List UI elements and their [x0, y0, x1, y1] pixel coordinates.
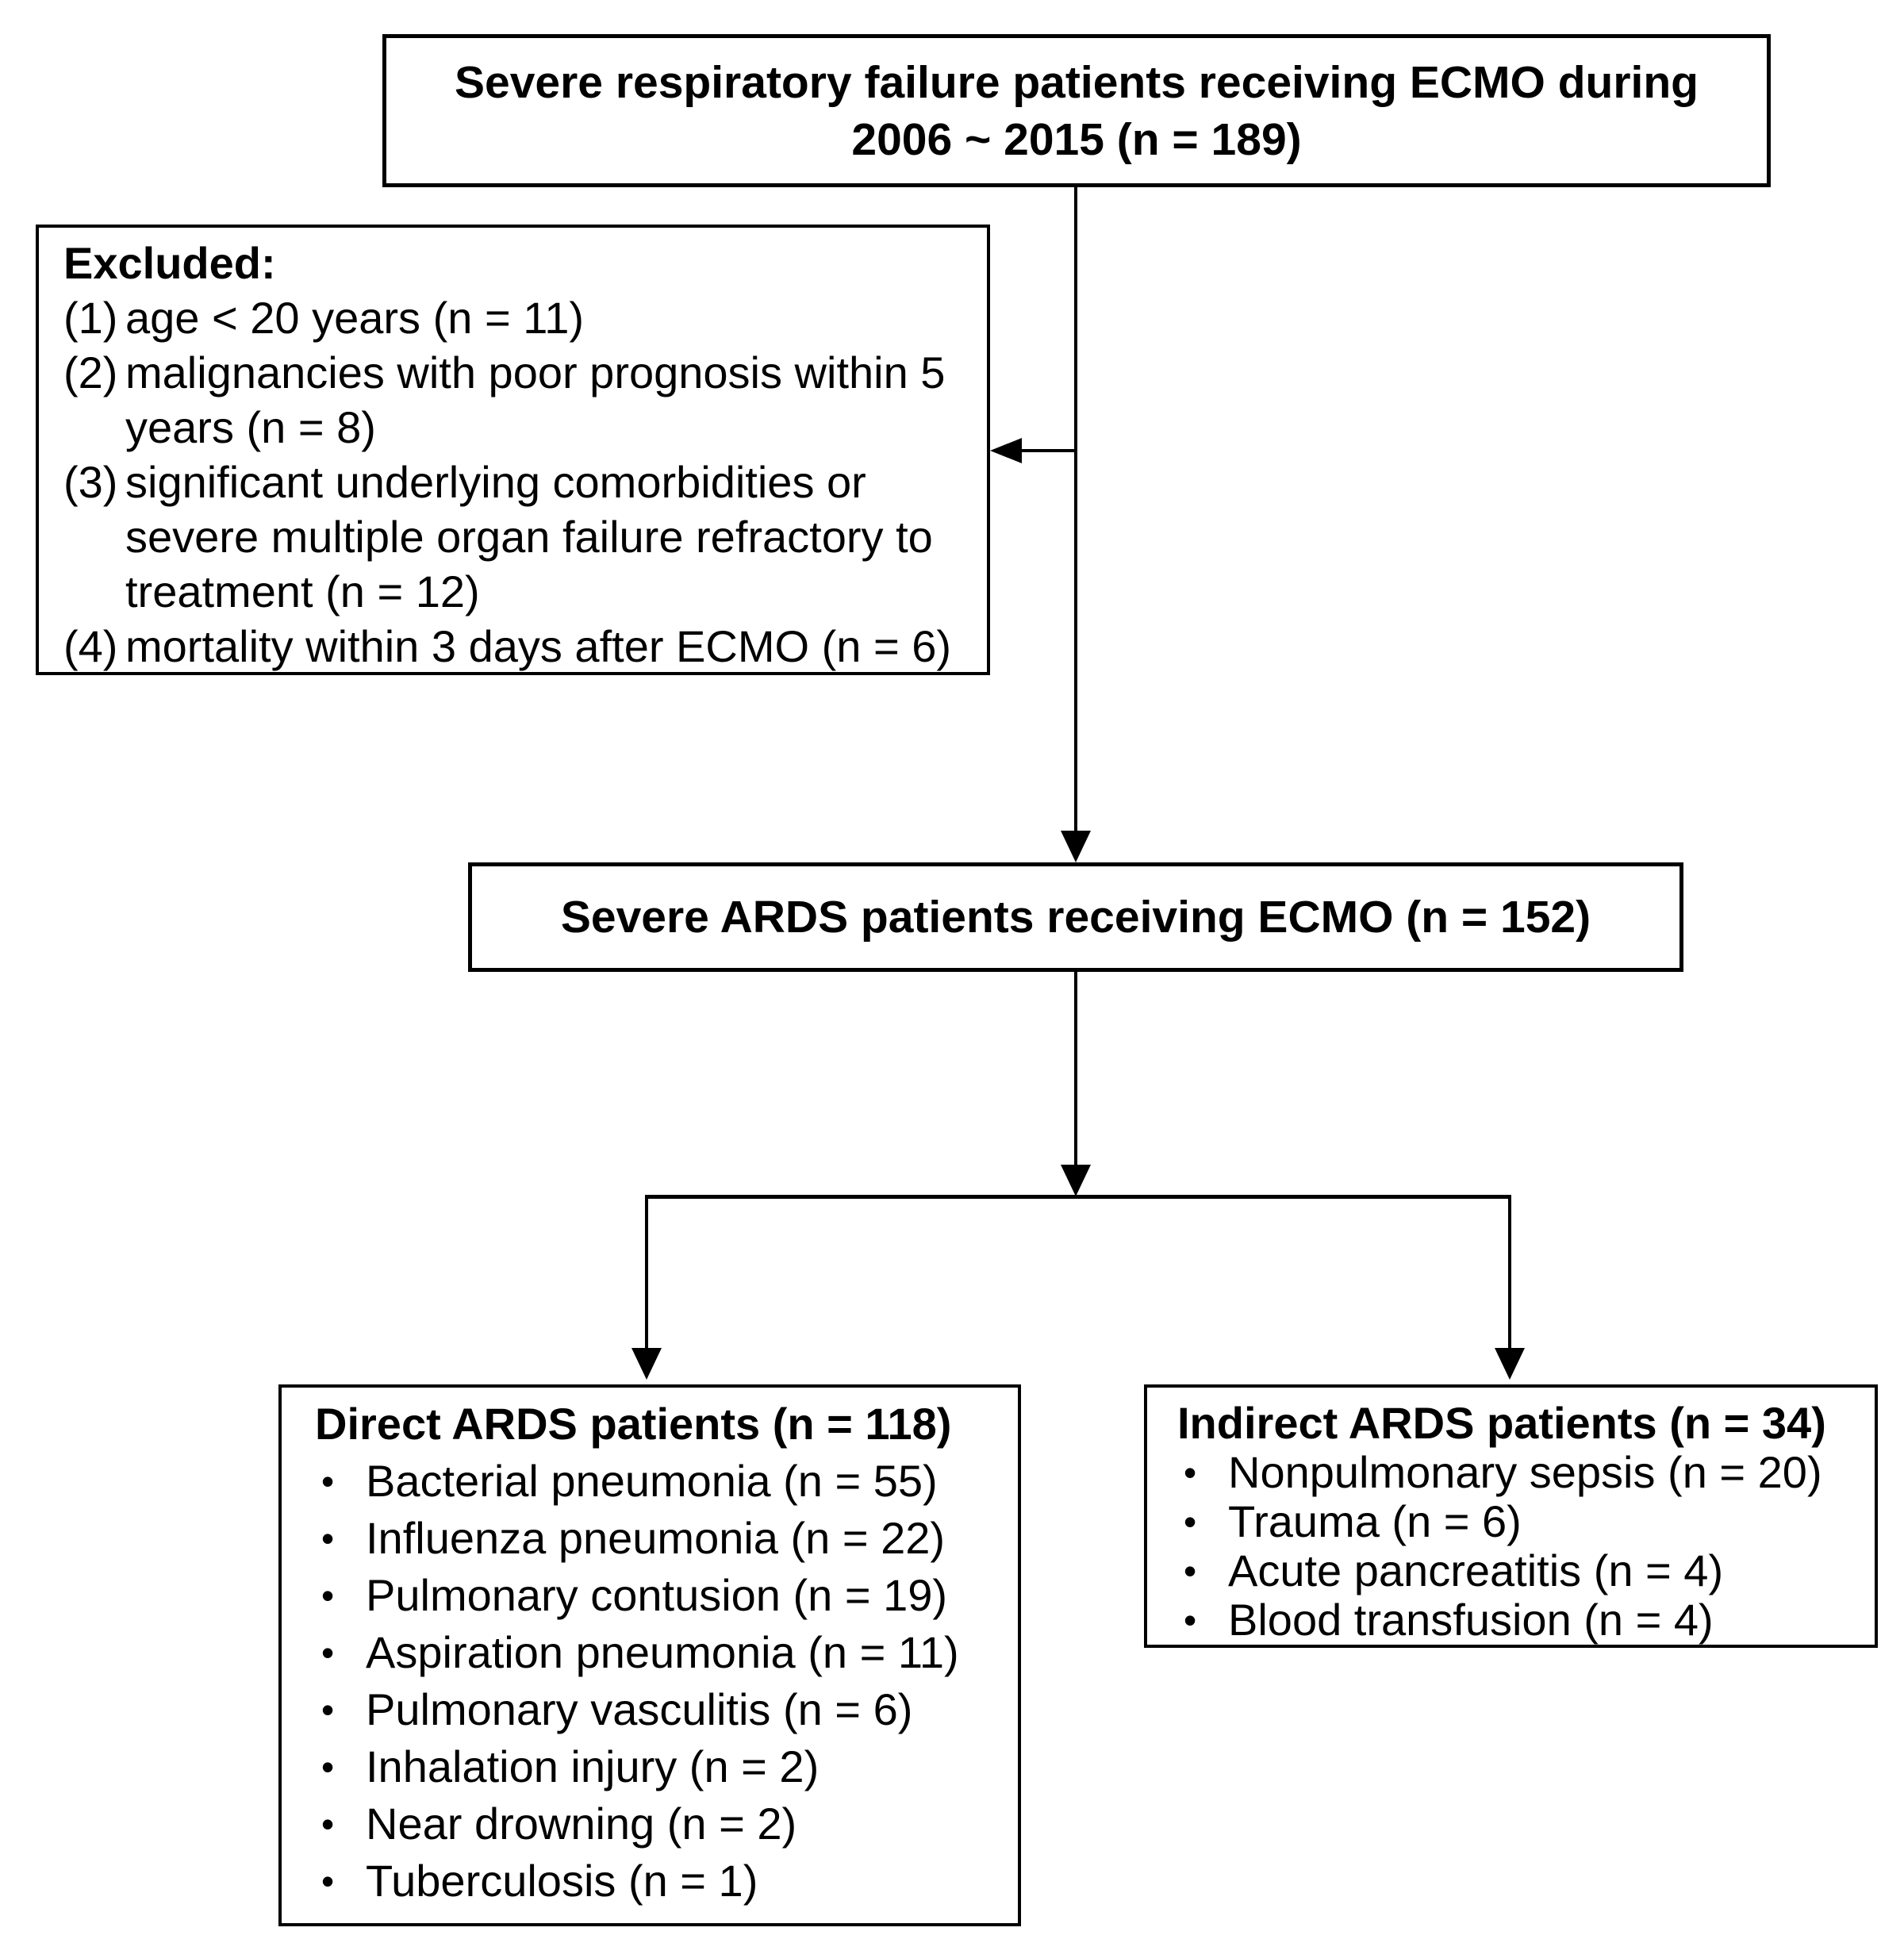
severe-ards-text: Severe ARDS patients receiving ECMO (n =…	[560, 892, 1591, 943]
excluded-title: Excluded:	[63, 238, 276, 288]
direct-ards-item: • Inhalation injury (n = 2)	[315, 1738, 1007, 1795]
direct-ards-item-text: Near drowning (n = 2)	[366, 1799, 797, 1849]
excluded-item-text: age < 20 years (n = 11)	[125, 293, 584, 343]
excluded-item-marker: (2)	[63, 347, 118, 397]
arrowhead-left-to-excluded	[990, 438, 1022, 463]
box-direct-ards: Direct ARDS patients (n = 118) • Bacteri…	[278, 1384, 1021, 1926]
connector-top-to-ards	[1074, 187, 1077, 834]
excluded-item-text: mortality within 3 days after ECMO (n = …	[125, 621, 952, 671]
excluded-item: (1) age < 20 years (n = 11)	[63, 290, 976, 345]
indirect-ards-item: • Nonpulmonary sepsis (n = 20)	[1177, 1448, 1864, 1497]
direct-ards-title: Direct ARDS patients (n = 118)	[315, 1399, 952, 1449]
indirect-ards-item-text: Nonpulmonary sepsis (n = 20)	[1228, 1447, 1822, 1497]
indirect-ards-item-text: Blood transfusion (n = 4)	[1228, 1595, 1714, 1645]
excluded-item-marker: (1)	[63, 293, 118, 343]
box-indirect-ards: Indirect ARDS patients (n = 34) • Nonpul…	[1144, 1384, 1878, 1648]
direct-ards-item: • Influenza pneumonia (n = 22)	[315, 1510, 1007, 1567]
box-excluded: Excluded: (1) age < 20 years (n = 11) (2…	[36, 225, 990, 675]
direct-ards-item-text: Inhalation injury (n = 2)	[366, 1741, 820, 1791]
direct-ards-item: • Tuberculosis (n = 1)	[315, 1853, 1007, 1910]
bullet-icon: •	[321, 1518, 335, 1559]
indirect-ards-item: • Acute pancreatitis (n = 4)	[1177, 1546, 1864, 1595]
direct-ards-item-text: Tuberculosis (n = 1)	[366, 1856, 758, 1906]
direct-ards-item: • Near drowning (n = 2)	[315, 1795, 1007, 1853]
bullet-icon: •	[1184, 1550, 1197, 1592]
indirect-ards-item: • Blood transfusion (n = 4)	[1177, 1595, 1864, 1645]
indirect-ards-item: • Trauma (n = 6)	[1177, 1497, 1864, 1546]
enrollment-line2: 2006 ~ 2015 (n = 189)	[851, 113, 1302, 165]
bullet-icon: •	[321, 1689, 335, 1730]
box-enrollment: Severe respiratory failure patients rece…	[382, 34, 1771, 187]
arrowhead-down-to-branch	[1061, 1165, 1091, 1196]
connector-to-excluded	[1020, 449, 1077, 452]
connector-ards-to-branch	[1074, 972, 1077, 1166]
direct-ards-item: • Bacterial pneumonia (n = 55)	[315, 1453, 1007, 1510]
connector-branch-to-direct	[645, 1195, 648, 1348]
bullet-icon: •	[321, 1461, 335, 1502]
bullet-icon: •	[321, 1746, 335, 1787]
direct-ards-item-text: Aspiration pneumonia (n = 11)	[366, 1627, 959, 1677]
excluded-item: (3) significant underlying comorbidities…	[63, 455, 976, 619]
bullet-icon: •	[1184, 1501, 1197, 1542]
excluded-item: (2) malignancies with poor prognosis wit…	[63, 345, 976, 455]
bullet-icon: •	[321, 1632, 335, 1673]
direct-ards-item-text: Pulmonary vasculitis (n = 6)	[366, 1684, 913, 1734]
arrowhead-down-to-indirect	[1495, 1348, 1525, 1380]
bullet-icon: •	[321, 1575, 335, 1616]
excluded-item-marker: (4)	[63, 621, 118, 671]
excluded-item-text: malignancies with poor prognosis within …	[125, 347, 946, 452]
indirect-ards-title: Indirect ARDS patients (n = 34)	[1177, 1398, 1826, 1448]
bullet-icon: •	[1184, 1599, 1197, 1641]
indirect-ards-item-text: Acute pancreatitis (n = 4)	[1228, 1545, 1724, 1595]
connector-branch-to-indirect	[1508, 1195, 1511, 1348]
excluded-item: (4) mortality within 3 days after ECMO (…	[63, 619, 976, 674]
direct-ards-item: • Pulmonary contusion (n = 19)	[315, 1567, 1007, 1624]
arrowhead-down-to-ards	[1061, 831, 1091, 862]
bullet-icon: •	[321, 1860, 335, 1902]
excluded-item-text: significant underlying comorbidities or …	[125, 457, 933, 616]
direct-ards-item-text: Pulmonary contusion (n = 19)	[366, 1570, 948, 1620]
direct-ards-item-text: Bacterial pneumonia (n = 55)	[366, 1456, 938, 1506]
direct-ards-item: • Pulmonary vasculitis (n = 6)	[315, 1681, 1007, 1738]
direct-ards-item-text: Influenza pneumonia (n = 22)	[366, 1513, 946, 1563]
indirect-ards-item-text: Trauma (n = 6)	[1228, 1496, 1522, 1546]
bullet-icon: •	[321, 1803, 335, 1845]
connector-branch-bar	[645, 1195, 1511, 1199]
excluded-item-marker: (3)	[63, 457, 118, 507]
bullet-icon: •	[1184, 1452, 1197, 1493]
box-severe-ards: Severe ARDS patients receiving ECMO (n =…	[468, 862, 1683, 972]
direct-ards-item: • Aspiration pneumonia (n = 11)	[315, 1624, 1007, 1681]
enrollment-line1: Severe respiratory failure patients rece…	[454, 56, 1699, 108]
arrowhead-down-to-direct	[631, 1348, 662, 1380]
